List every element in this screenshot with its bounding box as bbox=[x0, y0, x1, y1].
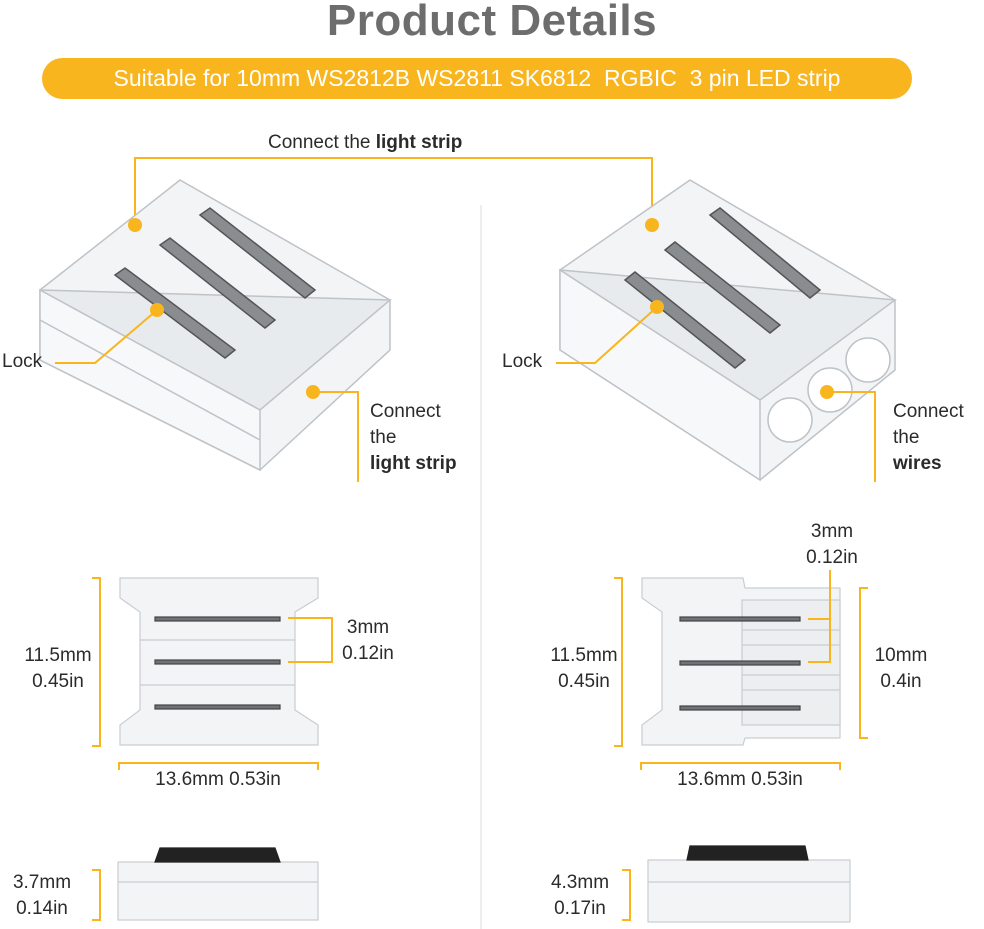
left-lock-label: Lock bbox=[2, 351, 43, 372]
callout-dot bbox=[128, 218, 142, 232]
right-lock-leader bbox=[556, 306, 658, 364]
dimension-in: 0.14in bbox=[16, 898, 68, 919]
right-side-callout: Connect the wires bbox=[893, 399, 964, 477]
top-callout-prefix: Connect the bbox=[268, 132, 376, 153]
callout-dot bbox=[650, 300, 664, 314]
callout-line: Connect bbox=[370, 401, 441, 422]
page-title: Product Details bbox=[326, 0, 658, 45]
dimension-in: 0.17in bbox=[554, 898, 606, 919]
dimension-in: 0.12in bbox=[806, 547, 858, 568]
dimension-mm: 10mm bbox=[874, 645, 928, 666]
dimension-mm: 3mm bbox=[346, 617, 390, 638]
callout-dot bbox=[306, 385, 320, 399]
right-side-leader bbox=[827, 391, 876, 482]
callout-dot bbox=[820, 385, 834, 399]
callout-dot bbox=[645, 218, 659, 232]
dimension-mm: 11.5mm bbox=[24, 645, 92, 666]
right-lock-label: Lock bbox=[502, 351, 543, 372]
right-width-dimension: 13.6mm 0.53in bbox=[677, 769, 803, 790]
top-callout-bracket bbox=[134, 157, 653, 222]
right-inner-dimension: 10mm 0.4in bbox=[868, 643, 934, 695]
callout-bold: wires bbox=[893, 453, 942, 474]
callout-bold: light strip bbox=[370, 453, 457, 474]
callout-line: the bbox=[370, 427, 397, 448]
dimension-in: 0.45in bbox=[558, 671, 610, 692]
dimension-in: 0.12in bbox=[342, 643, 394, 664]
left-top-view bbox=[119, 577, 319, 746]
left-connector-illustration bbox=[39, 179, 392, 472]
right-side-view bbox=[647, 845, 851, 923]
callout-dot bbox=[150, 303, 164, 317]
left-side-leader bbox=[313, 391, 359, 482]
left-lock-leader bbox=[55, 309, 158, 364]
left-pitch-dimension: 3mm 0.12in bbox=[336, 615, 400, 667]
left-width-dimension: 13.6mm 0.53in bbox=[155, 769, 281, 790]
dimension-in: 0.45in bbox=[32, 671, 84, 692]
left-side-callout: Connect the light strip bbox=[370, 399, 457, 477]
callout-line: the bbox=[893, 427, 920, 448]
left-side-view bbox=[117, 847, 319, 921]
right-top-view bbox=[641, 577, 841, 746]
dimension-in: 0.4in bbox=[880, 671, 922, 692]
compatibility-banner: Suitable for 10mm WS2812B WS2811 SK6812 … bbox=[42, 58, 912, 99]
dimension-mm: 4.3mm bbox=[550, 872, 610, 893]
top-callout-label: Connect the light strip bbox=[268, 130, 462, 156]
left-height-dimension: 11.5mm 0.45in bbox=[14, 643, 102, 695]
right-connector-illustration bbox=[559, 179, 898, 482]
right-height-dimension: 11.5mm 0.45in bbox=[540, 643, 628, 695]
callout-line: Connect bbox=[893, 401, 964, 422]
right-pitch-dimension: 3mm 0.12in bbox=[800, 519, 864, 571]
dimension-mm: 3.7mm bbox=[12, 872, 72, 893]
top-callout-bold: light strip bbox=[375, 132, 463, 153]
right-thickness-dimension: 4.3mm 0.17in bbox=[540, 870, 620, 922]
dimension-mm: 11.5mm bbox=[550, 645, 618, 666]
dimension-mm: 3mm bbox=[810, 521, 854, 542]
left-thickness-dimension: 3.7mm 0.14in bbox=[2, 870, 82, 922]
